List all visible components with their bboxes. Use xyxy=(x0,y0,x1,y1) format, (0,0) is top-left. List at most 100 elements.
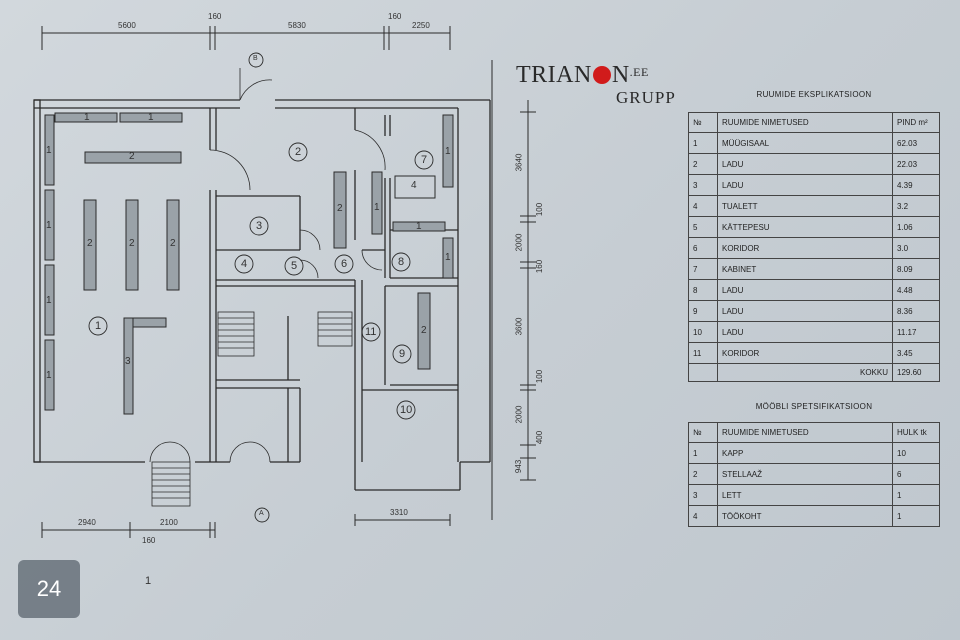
section-marker-top: B xyxy=(253,55,258,62)
stellaaz-icon xyxy=(125,199,139,291)
col-header: PIND m² xyxy=(892,112,940,133)
table-cell: 6 xyxy=(688,237,718,259)
dim-top-1: 5600 xyxy=(118,21,136,30)
table-cell: 8.36 xyxy=(892,300,940,322)
table-cell: MÜÜGISAAL xyxy=(717,132,893,154)
table-cell: KORIDOR xyxy=(717,237,893,259)
room-number: 2 xyxy=(295,146,302,158)
table-cell: 8 xyxy=(688,279,718,301)
table-cell: LETT xyxy=(717,484,893,506)
logo-dot-icon xyxy=(592,66,611,84)
table-cell: 10 xyxy=(688,321,718,343)
dim-bottom-2: 2100 xyxy=(160,518,178,527)
room-number: 6 xyxy=(341,258,348,270)
col-header: № xyxy=(688,422,718,443)
dim-bottom-4: 3310 xyxy=(390,508,408,517)
kapp-icon xyxy=(119,112,183,123)
table-cell: 1 xyxy=(892,484,940,506)
table-cell: 1 xyxy=(892,505,940,527)
furniture-label: 1 xyxy=(46,145,52,156)
furniture-label: 4 xyxy=(411,180,417,191)
page-number-badge: 24 xyxy=(18,560,80,618)
table-cell: 1.06 xyxy=(892,216,940,238)
table-cell: 3.2 xyxy=(892,195,940,217)
kapp-icon xyxy=(442,114,454,188)
furniture-table-header: № RUUMIDE NIMETUSED HULK tk xyxy=(688,422,940,443)
table-cell: LADU xyxy=(717,174,893,196)
furniture-label: 2 xyxy=(170,238,176,249)
stellaaz-icon xyxy=(166,199,180,291)
furniture-label: 2 xyxy=(87,238,93,249)
table-cell: 62.03 xyxy=(892,132,940,154)
staircase xyxy=(151,311,353,507)
table-cell: 5 xyxy=(688,216,718,238)
table-cell: LADU xyxy=(717,300,893,322)
north-marker: 1 xyxy=(145,575,152,587)
room-number: 1 xyxy=(95,320,102,332)
table-cell: 2 xyxy=(688,463,718,485)
table-cell: KABINET xyxy=(717,258,893,280)
dim-right-3: 2000 xyxy=(514,233,524,252)
dim-right-1: 3640 xyxy=(514,153,524,172)
tookoht-icon xyxy=(394,175,436,199)
kapp-icon xyxy=(392,221,446,232)
table-cell: KORIDOR xyxy=(717,342,893,364)
table-cell: LADU xyxy=(717,153,893,175)
table-cell: 7 xyxy=(688,258,718,280)
table-cell: 3.0 xyxy=(892,237,940,259)
room-markers xyxy=(88,52,434,523)
dim-right-7: 2000 xyxy=(514,405,524,424)
stellaaz-icon xyxy=(417,292,431,370)
room-number: 7 xyxy=(421,154,428,166)
logo-suffix: .EE xyxy=(629,65,649,79)
logo-name: TRIAN xyxy=(516,62,592,88)
furniture-label: 3 xyxy=(125,356,131,367)
table-cell: LADU xyxy=(717,321,893,343)
stellaaz-icon xyxy=(83,199,97,291)
room-number: 11 xyxy=(365,326,377,338)
furniture-label: 1 xyxy=(148,112,154,123)
furniture-label: 1 xyxy=(84,112,90,123)
furniture-label: 1 xyxy=(445,252,451,263)
dim-right-8: 400 xyxy=(535,430,545,445)
table-cell: 3.45 xyxy=(892,342,940,364)
room-number: 8 xyxy=(398,256,405,268)
room-number: 3 xyxy=(256,220,263,232)
stellaaz-icon xyxy=(333,171,347,249)
table-cell: 10 xyxy=(892,442,940,464)
table-cell: TUALETT xyxy=(717,195,893,217)
table-cell: TÖÖKOHT xyxy=(717,505,893,527)
kapp-icon xyxy=(442,237,454,279)
table-cell: 11 xyxy=(688,342,718,364)
furniture-label: 2 xyxy=(129,151,135,162)
total-label: KOKKU xyxy=(717,363,893,382)
table-cell: 2 xyxy=(688,153,718,175)
stellaaz-icon xyxy=(84,151,182,164)
col-header: HULK tk xyxy=(892,422,940,443)
table-cell: 4 xyxy=(688,505,718,527)
table-cell: 22.03 xyxy=(892,153,940,175)
table-cell: KÄTTEPESU xyxy=(717,216,893,238)
kapp-icon xyxy=(54,112,118,123)
col-header: RUUMIDE NIMETUSED xyxy=(717,112,893,133)
section-marker-bottom: A xyxy=(259,510,264,517)
table-cell: 1 xyxy=(688,442,718,464)
kapp-icon xyxy=(44,339,55,411)
furniture-label: 2 xyxy=(337,203,343,214)
table-cell: 3 xyxy=(688,484,718,506)
table-cell: 3 xyxy=(688,174,718,196)
table-cell: 4 xyxy=(688,195,718,217)
